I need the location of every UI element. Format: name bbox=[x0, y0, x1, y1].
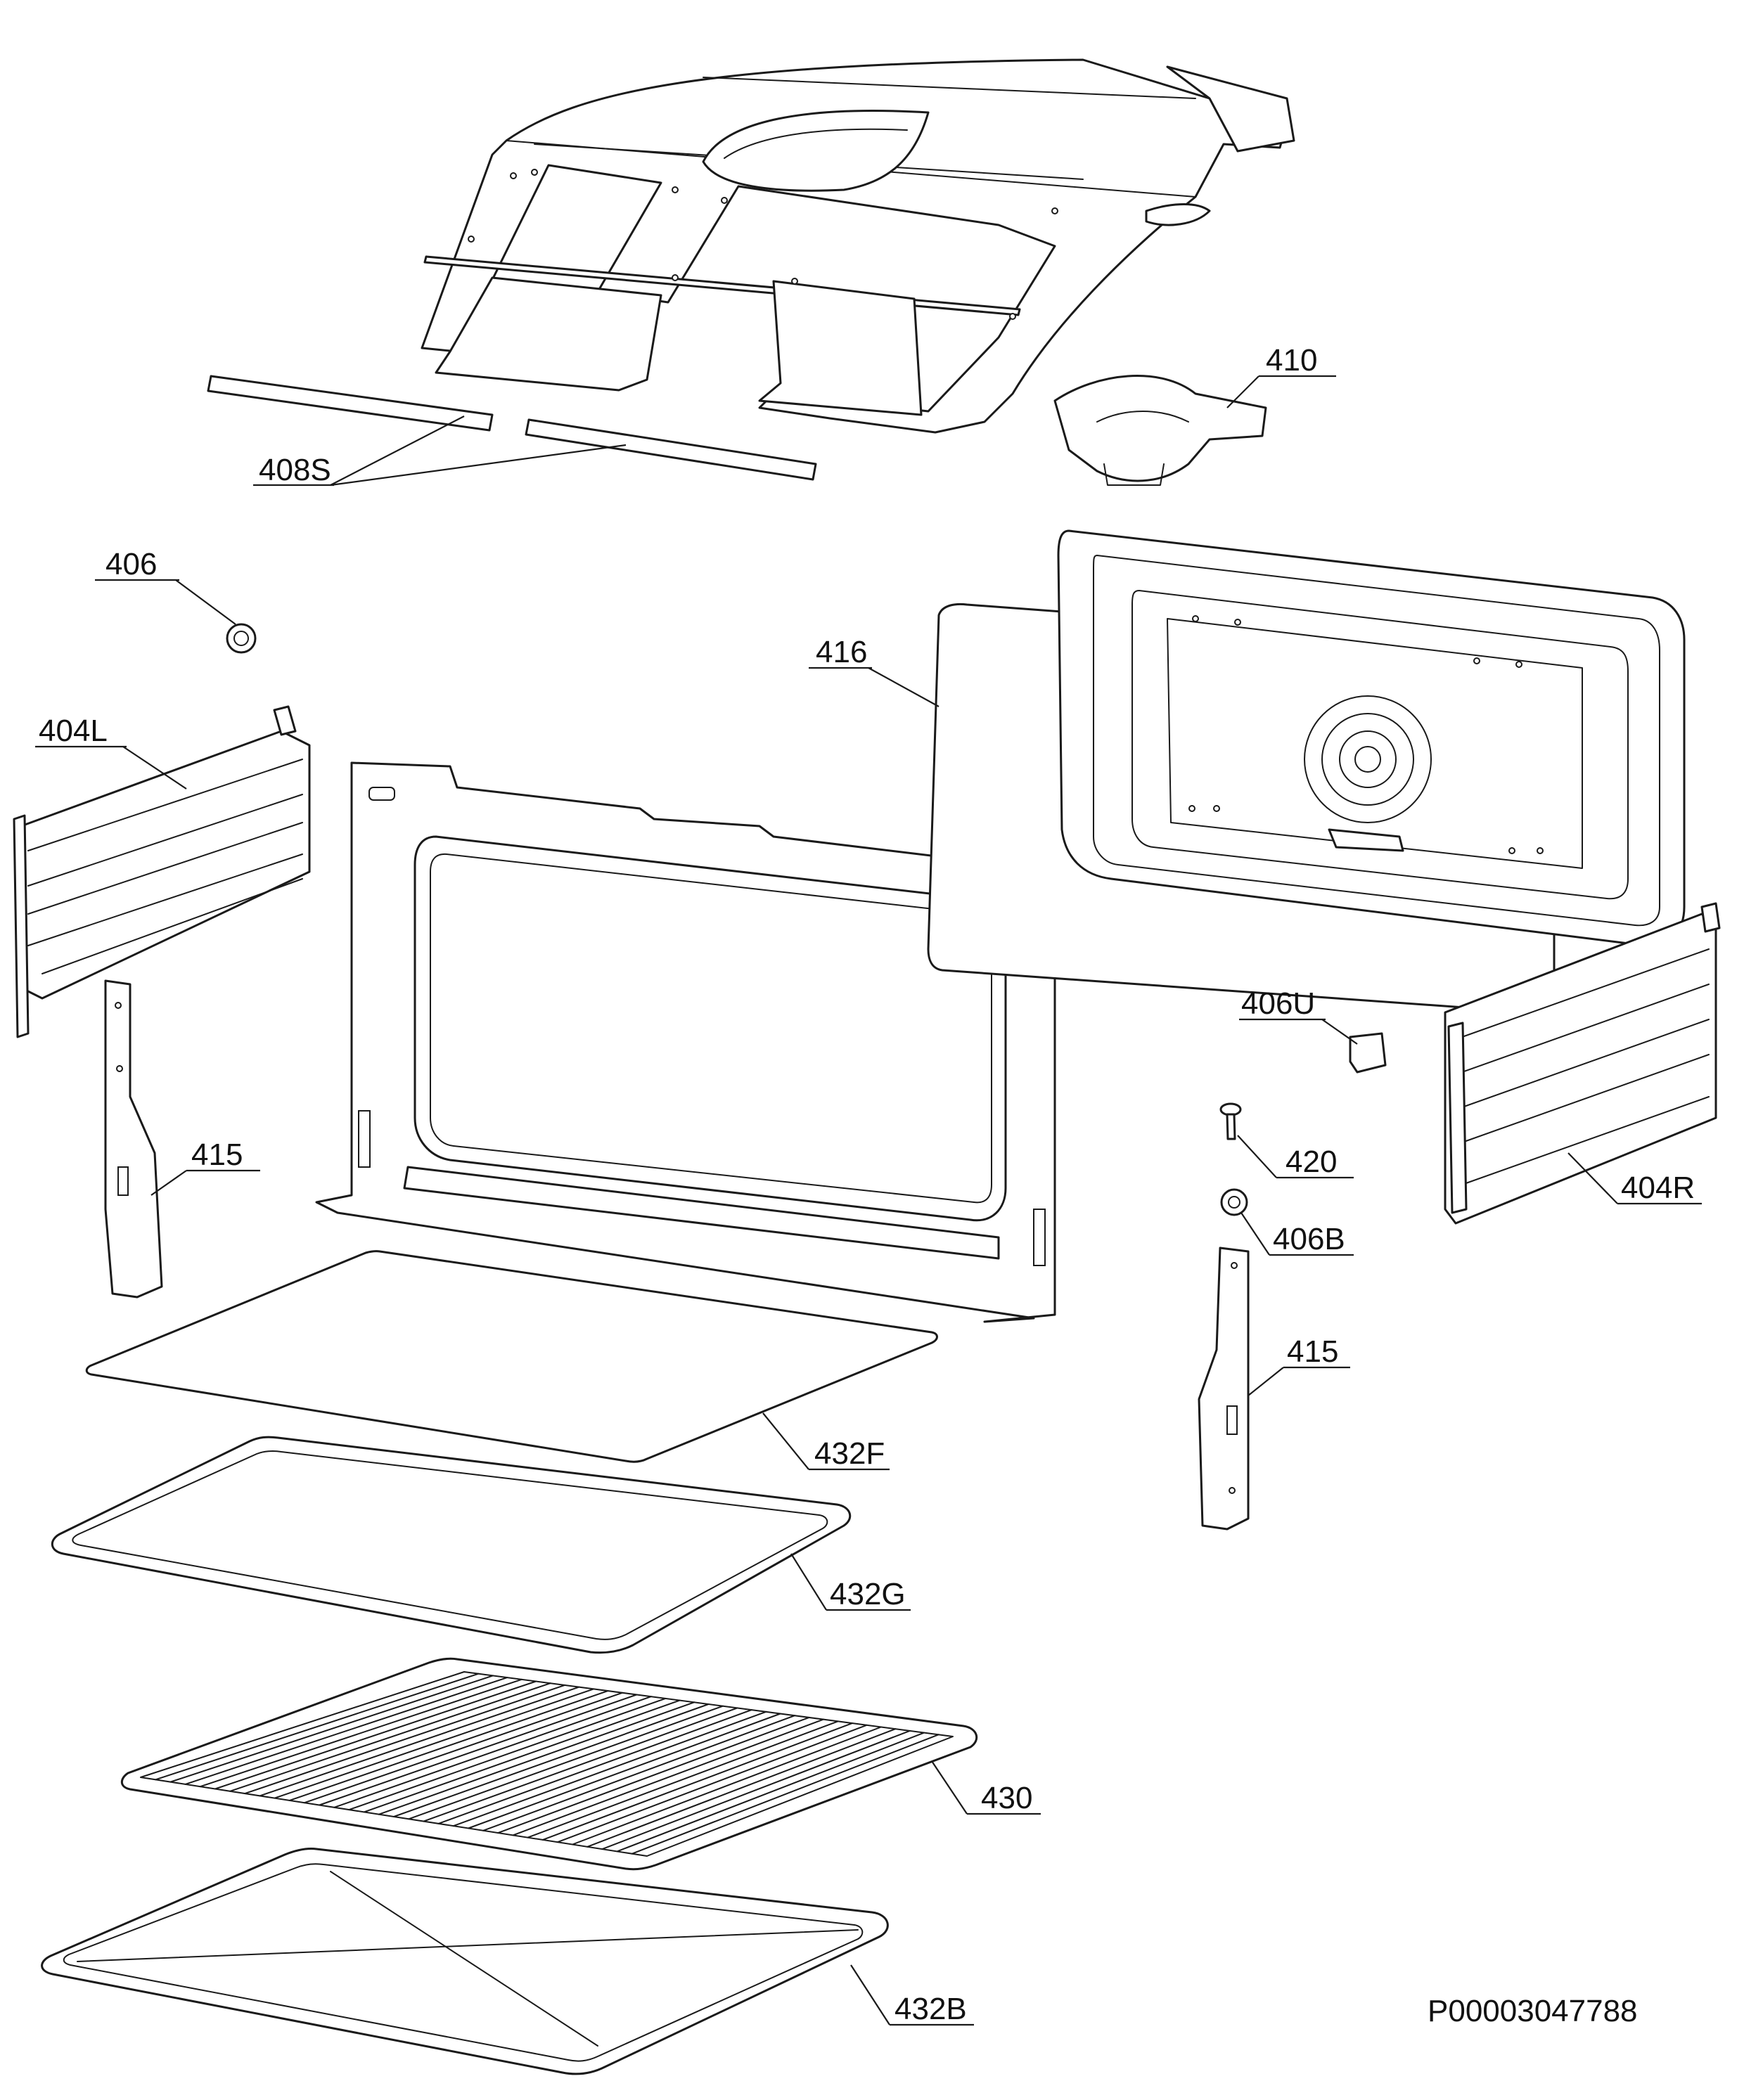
wire-rack-rod bbox=[482, 1715, 796, 1831]
410-bracket-part bbox=[1053, 375, 1267, 486]
callout-420: 420 bbox=[1237, 1135, 1354, 1179]
callout-label-432F: 432F bbox=[814, 1436, 885, 1471]
wire-rack-rod bbox=[572, 1726, 882, 1845]
wire-rack-rod bbox=[631, 1734, 940, 1855]
wire-rack-rod bbox=[452, 1711, 767, 1827]
callout-label-408S: 408S bbox=[259, 453, 331, 487]
wire-rack-rod bbox=[408, 1705, 724, 1820]
callout-label-432G: 432G bbox=[830, 1577, 906, 1611]
wire-rack-rod bbox=[333, 1696, 652, 1808]
415-right-side-runner-part bbox=[1198, 1247, 1250, 1531]
wire-rack-rod bbox=[288, 1690, 609, 1801]
415-left-side-runner-part bbox=[104, 979, 163, 1299]
callout-432G: 432G bbox=[790, 1553, 911, 1611]
callout-415-left: 415 bbox=[150, 1138, 260, 1196]
callout-label-430: 430 bbox=[981, 1781, 1032, 1815]
wire-rack-rod bbox=[319, 1694, 638, 1806]
callout-label-432B: 432B bbox=[895, 1992, 967, 2026]
callout-432F: 432F bbox=[762, 1412, 890, 1471]
callout-label-406B: 406B bbox=[1273, 1222, 1345, 1256]
wire-rack-rod bbox=[199, 1678, 522, 1788]
wire-rack-rod bbox=[214, 1680, 537, 1790]
wire-rack-rod bbox=[616, 1732, 925, 1853]
wire-rack-rod bbox=[437, 1709, 752, 1824]
wire-rack-rod bbox=[393, 1703, 710, 1817]
wire-rack-rod bbox=[512, 1718, 824, 1836]
406U-clip-part bbox=[1349, 1032, 1387, 1074]
406-lamp-cap-part bbox=[226, 623, 257, 654]
404L-left-shelf-rail-part bbox=[13, 705, 311, 1038]
wire-rack-rod bbox=[274, 1688, 594, 1799]
front-frame-part bbox=[315, 761, 1056, 1323]
callout-label-416: 416 bbox=[816, 635, 867, 669]
wire-rack-rod bbox=[527, 1720, 839, 1838]
wire-rack-rod bbox=[541, 1722, 853, 1841]
wire-rack-rod bbox=[378, 1701, 695, 1815]
wire-rack-rod bbox=[601, 1729, 911, 1850]
430-wire-rack-part bbox=[120, 1657, 978, 1871]
wire-rack-rod bbox=[259, 1686, 580, 1797]
callout-label-415-right: 415 bbox=[1287, 1334, 1338, 1369]
callout-406: 406 bbox=[95, 547, 236, 625]
top-cover-part bbox=[421, 58, 1295, 434]
wire-rack-rod bbox=[169, 1675, 494, 1783]
callout-label-404L: 404L bbox=[39, 714, 108, 748]
432B-deep-baking-tray-part bbox=[41, 1848, 889, 2075]
wire-rack-rod bbox=[184, 1677, 508, 1785]
callout-label-410: 410 bbox=[1266, 343, 1317, 378]
wire-rack-rod bbox=[497, 1716, 810, 1834]
404R-right-shelf-rail-part bbox=[1444, 902, 1721, 1225]
callout-404L: 404L bbox=[35, 714, 187, 790]
wire-rack-rod bbox=[586, 1728, 897, 1848]
wire-rack-rod bbox=[155, 1673, 480, 1781]
callout-406B: 406B bbox=[1240, 1212, 1354, 1256]
wire-rack-rod bbox=[303, 1692, 623, 1804]
callout-404R: 404R bbox=[1567, 1152, 1702, 1205]
callout-label-406U: 406U bbox=[1241, 986, 1315, 1021]
408S-seal-strips-part bbox=[207, 375, 817, 481]
432F-glass-shelf-part bbox=[85, 1250, 938, 1463]
wire-rack-rod bbox=[363, 1699, 681, 1813]
416-oven-back-panel-part bbox=[927, 529, 1686, 1014]
callout-label-406: 406 bbox=[105, 547, 157, 581]
document-number: P00003047788 bbox=[1428, 1994, 1638, 2028]
wire-rack-rod bbox=[556, 1724, 868, 1843]
callout-432B: 432B bbox=[850, 1964, 974, 2026]
wire-rack-rod bbox=[229, 1682, 551, 1792]
wire-rack-rods bbox=[155, 1673, 940, 1855]
callout-416: 416 bbox=[809, 635, 940, 707]
406B-washer-part bbox=[1220, 1188, 1248, 1216]
callout-label-420: 420 bbox=[1285, 1145, 1337, 1179]
callout-406U: 406U bbox=[1239, 986, 1358, 1045]
callout-label-415-left: 415 bbox=[191, 1138, 243, 1172]
wire-rack-rod bbox=[423, 1707, 738, 1822]
callout-label-404R: 404R bbox=[1621, 1171, 1695, 1205]
wire-rack-rod bbox=[467, 1713, 781, 1829]
callout-408S: 408S bbox=[253, 416, 627, 487]
wire-rack-rod bbox=[348, 1697, 667, 1811]
432G-shallow-tray-part bbox=[51, 1436, 852, 1654]
420-screw-part bbox=[1219, 1102, 1242, 1140]
callout-430: 430 bbox=[931, 1760, 1041, 1815]
callout-410: 410 bbox=[1226, 343, 1336, 408]
wire-rack-rod bbox=[244, 1684, 566, 1795]
callout-415-right: 415 bbox=[1248, 1334, 1350, 1396]
